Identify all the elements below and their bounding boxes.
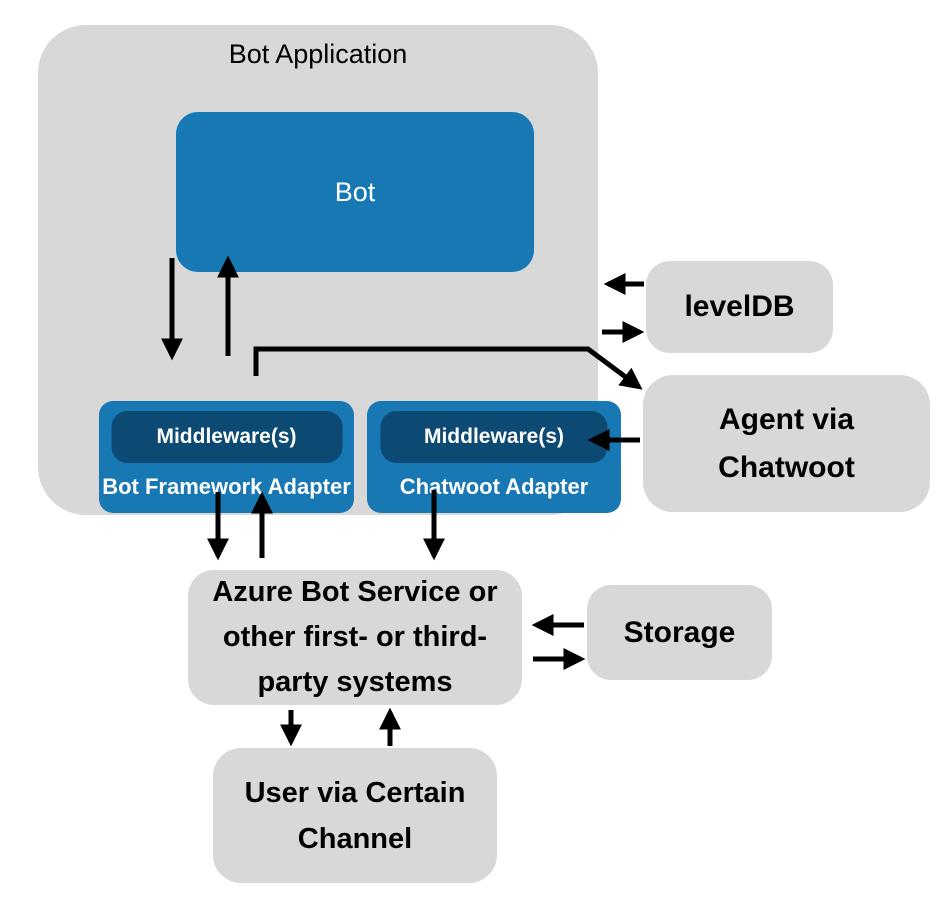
leveldb-node: levelDB bbox=[646, 261, 833, 353]
agent-via-chatwoot-node: Agent via Chatwoot bbox=[643, 375, 930, 512]
bot-node: Bot bbox=[176, 112, 534, 272]
storage-label: Storage bbox=[623, 615, 736, 649]
bot-node-label: Bot bbox=[334, 176, 376, 207]
bfa-middleware-node: Middleware(s) bbox=[111, 411, 342, 463]
user-via-channel-node: User via Certain Channel bbox=[213, 748, 497, 883]
agent-via-chatwoot-label: Agent via Chatwoot bbox=[718, 402, 855, 484]
azure-bot-service-label: Azure Bot Service or other first- or thi… bbox=[212, 576, 498, 698]
bot-application-title: Bot Application bbox=[228, 39, 408, 69]
chatwoot-adapter-label: Chatwoot Adapter bbox=[399, 474, 589, 499]
storage-node: Storage bbox=[587, 585, 772, 680]
leveldb-label: levelDB bbox=[684, 290, 795, 323]
bot-framework-adapter-node: Middleware(s) Bot Framework Adapter bbox=[99, 401, 354, 513]
bot-framework-adapter-label: Bot Framework Adapter bbox=[102, 474, 351, 499]
bfa-middleware-label: Middleware(s) bbox=[156, 425, 297, 448]
bot-application-container: Bot Application Bot Middleware(s) Bot Fr… bbox=[38, 25, 621, 515]
user-via-channel-label: User via Certain Channel bbox=[244, 776, 466, 855]
chatwoot-middleware-label: Middleware(s) bbox=[423, 425, 565, 448]
chatwoot-middleware-node: Middleware(s) bbox=[380, 411, 608, 463]
chatwoot-adapter-node: Middleware(s) Chatwoot Adapter bbox=[367, 401, 621, 513]
azure-bot-service-node: Azure Bot Service or other first- or thi… bbox=[188, 570, 522, 705]
